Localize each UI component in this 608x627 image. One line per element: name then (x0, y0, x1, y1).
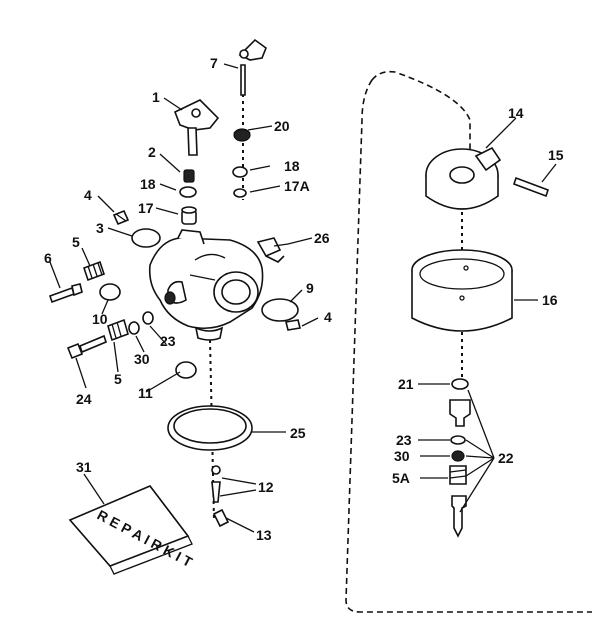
part-5-spring-lower (107, 318, 129, 342)
part-30-ring-left (128, 321, 140, 335)
part-23-ring-left (142, 311, 154, 325)
part-5a-spring (449, 465, 467, 485)
callout-10: 10 (92, 311, 108, 327)
callout-16: 16 (542, 292, 558, 308)
part-22-nut (449, 399, 471, 427)
callout-6: 6 (44, 250, 52, 266)
callout-labels: 7 1 20 2 18 18 17A 4 17 3 26 5 6 9 10 4 … (44, 55, 564, 543)
callout-22: 22 (498, 450, 514, 466)
callout-5a: 5A (392, 470, 410, 486)
callout-18: 18 (140, 176, 156, 192)
part-9-diaphragm (261, 298, 299, 322)
part-20-spring (233, 128, 251, 142)
callout-20: 20 (274, 118, 290, 134)
part-25-gasket (167, 405, 253, 451)
callout-30: 30 (134, 351, 150, 367)
part-13-pin (212, 508, 230, 528)
part-24-needle-screw (66, 334, 107, 360)
part-17a-washer (233, 188, 247, 198)
centerline-main (209, 339, 215, 521)
part-12-needle-and-seat (211, 465, 221, 503)
part-3-diaphragm (131, 228, 161, 248)
callout-17a: 17A (284, 178, 310, 194)
part-4-screw-upper (112, 209, 130, 226)
callout-26: 26 (314, 230, 330, 246)
part-22-assembly (449, 378, 471, 538)
part-14-bowl-cover (425, 146, 502, 210)
callout-2: 2 (148, 144, 156, 160)
callout-11: 11 (138, 385, 153, 401)
part-26-fuel-fitting (256, 237, 289, 263)
part-1-throttle-lever (173, 99, 220, 156)
part-2-spring (183, 169, 195, 183)
subassembly-boundary (345, 70, 592, 613)
part-5-spring-upper (82, 260, 106, 282)
part-10-disc (99, 283, 121, 301)
part-22-screw (451, 495, 467, 538)
callout-1: 1 (152, 89, 160, 105)
callout-15: 15 (548, 147, 564, 163)
part-23-ring-right (450, 435, 466, 445)
callout-14: 14 (508, 105, 524, 121)
part-18-washer-left (179, 186, 197, 198)
callout-23: 23 (160, 333, 176, 349)
leader-lines (49, 63, 557, 533)
callout-18-right: 18 (284, 158, 300, 174)
part-18-washer-right (232, 166, 248, 178)
callout-12: 12 (258, 479, 274, 495)
part-11-cap (175, 361, 197, 379)
callout-3: 3 (96, 220, 104, 236)
callout-23-right: 23 (396, 432, 412, 448)
callout-17: 17 (138, 200, 154, 216)
part-6-screw (48, 283, 83, 304)
part-15-pin (512, 176, 550, 198)
part-4-screw-lower (285, 319, 301, 331)
part-16-float-bowl (411, 249, 513, 332)
callout-5-lower: 5 (114, 371, 122, 387)
callout-7: 7 (210, 55, 218, 71)
callout-5: 5 (72, 234, 80, 250)
callout-31: 31 (76, 459, 92, 475)
callout-13: 13 (256, 527, 272, 543)
part-17-bushing (181, 206, 197, 225)
part-7-choke-lever (238, 38, 267, 96)
part-30-ring-right (451, 450, 465, 462)
callout-4-lower: 4 (324, 309, 332, 325)
callout-30-right: 30 (394, 448, 410, 464)
callout-4: 4 (84, 187, 92, 203)
part-31-repair-kit: R E P A I R K I T (68, 485, 195, 575)
callout-9: 9 (306, 280, 314, 296)
carburetor-body (148, 229, 264, 341)
part-21-washer (451, 378, 469, 390)
callout-25: 25 (290, 425, 306, 441)
callout-21: 21 (398, 376, 414, 392)
callout-24: 24 (76, 391, 92, 407)
